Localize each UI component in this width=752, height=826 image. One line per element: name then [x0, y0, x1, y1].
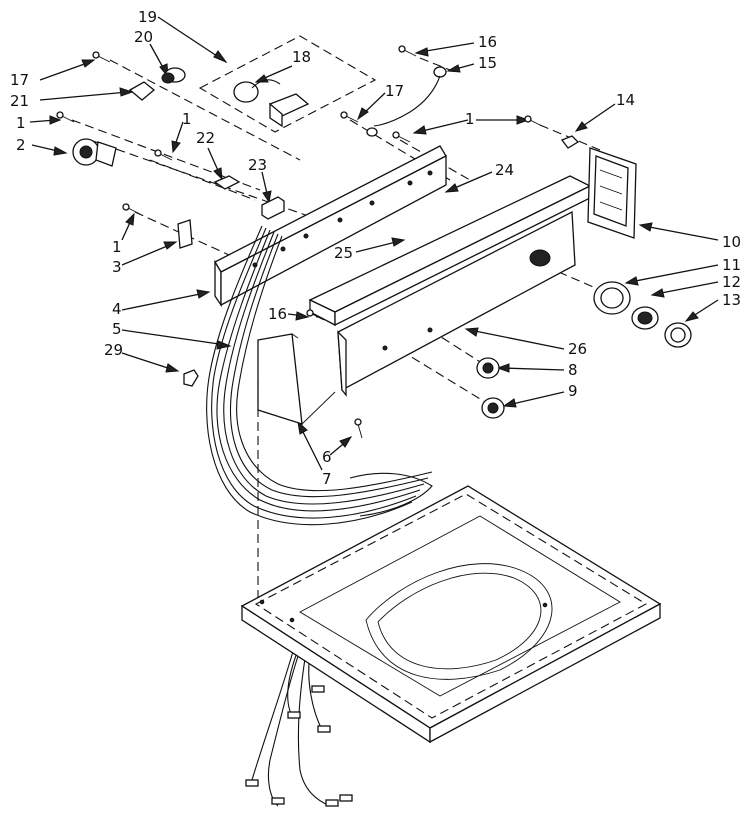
callout-5: 5	[112, 320, 122, 338]
callout-1: 1	[16, 114, 26, 132]
callout-4: 4	[112, 300, 122, 318]
callout-20: 20	[134, 28, 153, 46]
callout-1: 1	[182, 110, 192, 128]
callout-25: 25	[334, 244, 353, 262]
callout-17: 17	[385, 82, 404, 100]
wire-harness	[206, 225, 433, 807]
callout-11: 11	[722, 256, 741, 274]
callout-24: 24	[495, 161, 514, 179]
callout-2: 2	[16, 136, 26, 154]
console-assembly	[214, 145, 592, 397]
callout-8: 8	[568, 361, 578, 379]
callout-19: 19	[138, 8, 157, 26]
callout-21: 21	[10, 92, 29, 110]
callout-3: 3	[112, 258, 122, 276]
callout-1: 1	[112, 238, 122, 256]
leader-lines	[29, 16, 719, 471]
callout-15: 15	[478, 54, 497, 72]
end-cap	[587, 147, 637, 239]
callout-7: 7	[322, 470, 332, 488]
callout-13: 13	[722, 291, 741, 309]
callout-1: 1	[465, 110, 475, 128]
callout-10: 10	[722, 233, 741, 251]
callout-26: 26	[568, 340, 587, 358]
callout-16: 16	[478, 33, 497, 51]
callout-29: 29	[104, 341, 123, 359]
callout-6: 6	[322, 448, 332, 466]
small-parts	[72, 66, 580, 387]
callout-14: 14	[616, 91, 635, 109]
callout-17: 17	[10, 71, 29, 89]
callout-18: 18	[292, 48, 311, 66]
callout-23: 23	[248, 156, 267, 174]
callout-22: 22	[196, 129, 215, 147]
callout-16: 16	[268, 305, 287, 323]
knob-parts	[476, 281, 692, 419]
side-panel	[257, 333, 336, 425]
cabinet-top	[240, 485, 662, 744]
callout-labels: 19 20 17 21 1 2 18 16 15 17 14 1 1 22 23…	[10, 8, 741, 488]
callout-12: 12	[722, 273, 741, 291]
callout-9: 9	[568, 382, 578, 400]
screws	[56, 45, 543, 439]
